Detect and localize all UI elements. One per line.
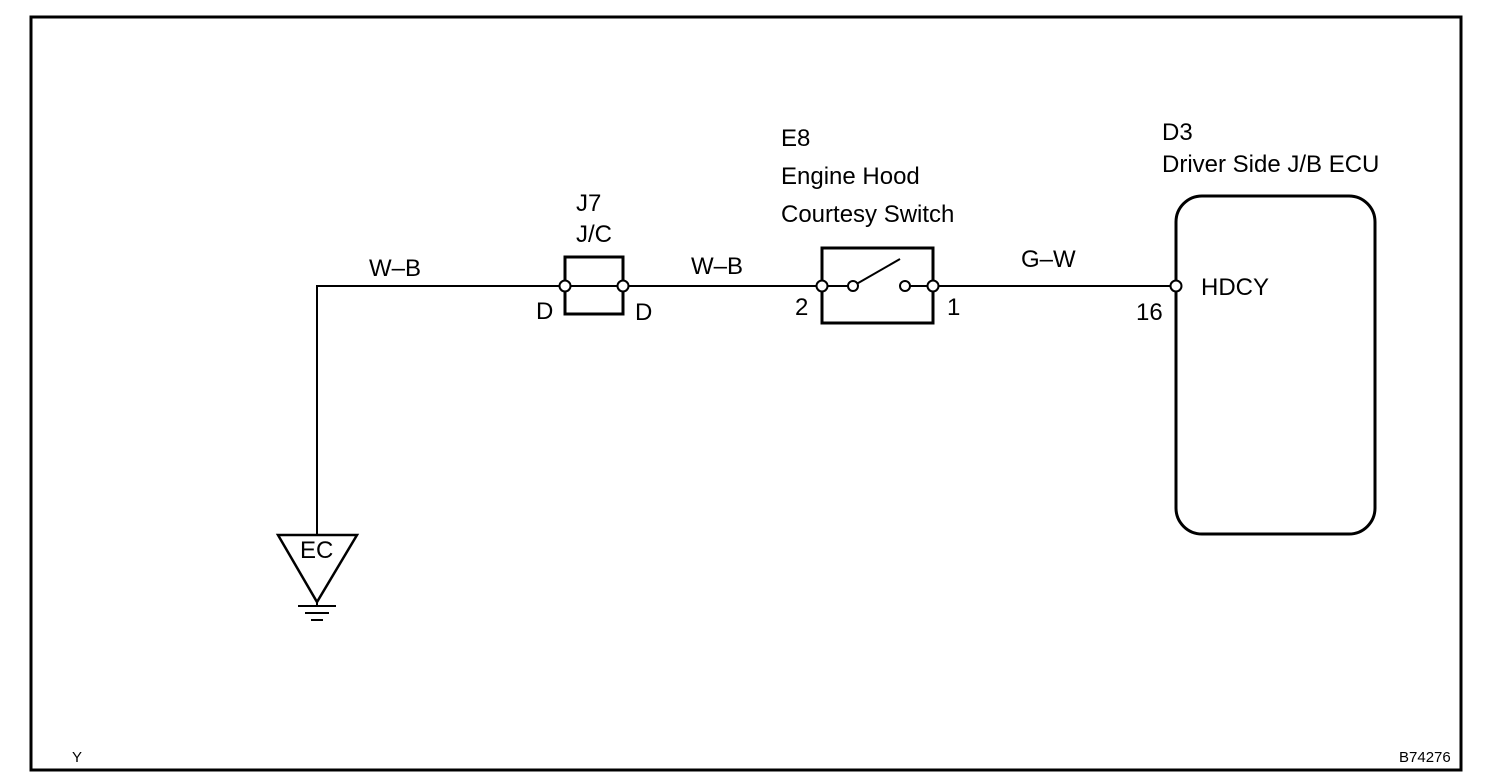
switch-contact-right <box>899 280 911 292</box>
switch-e8: E8 Engine Hood Courtesy Switch 2 1 <box>781 125 960 325</box>
switch-pin-left: 2 <box>795 294 808 321</box>
wire-label-jc-switch: W–B <box>691 253 743 280</box>
wire-label-ground-jc: W–B <box>369 255 421 282</box>
figure-code: B74276 <box>1399 749 1451 766</box>
jc-terminal-right <box>616 279 630 293</box>
junction-connector-j7: J7 J/C D D <box>536 190 652 326</box>
switch-terminal-right <box>926 279 940 293</box>
switch-contact-left <box>847 280 859 292</box>
switch-pin-right: 1 <box>947 294 960 321</box>
switch-id: E8 <box>781 125 810 152</box>
switch-name-line1: Engine Hood <box>781 163 920 190</box>
corner-label-left: Y <box>72 749 82 766</box>
jc-name: J/C <box>576 221 612 248</box>
wire-ground-to-jc <box>316 285 565 535</box>
jc-pin-left: D <box>536 298 553 325</box>
ground-label: EC <box>300 537 333 564</box>
wire-label-switch-ecu: G–W <box>1021 246 1076 273</box>
jc-terminal-left <box>558 279 572 293</box>
ecu-body <box>1174 194 1377 536</box>
ecu-id: D3 <box>1162 119 1193 146</box>
ecu-terminal-name: HDCY <box>1201 274 1269 301</box>
ecu-pin: 16 <box>1136 299 1163 326</box>
ground-triangle <box>275 533 360 605</box>
ecu-name: Driver Side J/B ECU <box>1162 151 1379 178</box>
jc-pin-right: D <box>635 299 652 326</box>
jc-id: J7 <box>576 190 601 217</box>
diagram-frame <box>29 15 1463 772</box>
ecu-d3: D3 Driver Side J/B ECU 16 HDCY <box>1136 119 1379 536</box>
ground-ec: EC <box>275 533 360 621</box>
ecu-terminal <box>1169 279 1183 293</box>
switch-terminal-left <box>815 279 829 293</box>
switch-contact-arm <box>852 258 901 287</box>
switch-name-line2: Courtesy Switch <box>781 201 954 228</box>
